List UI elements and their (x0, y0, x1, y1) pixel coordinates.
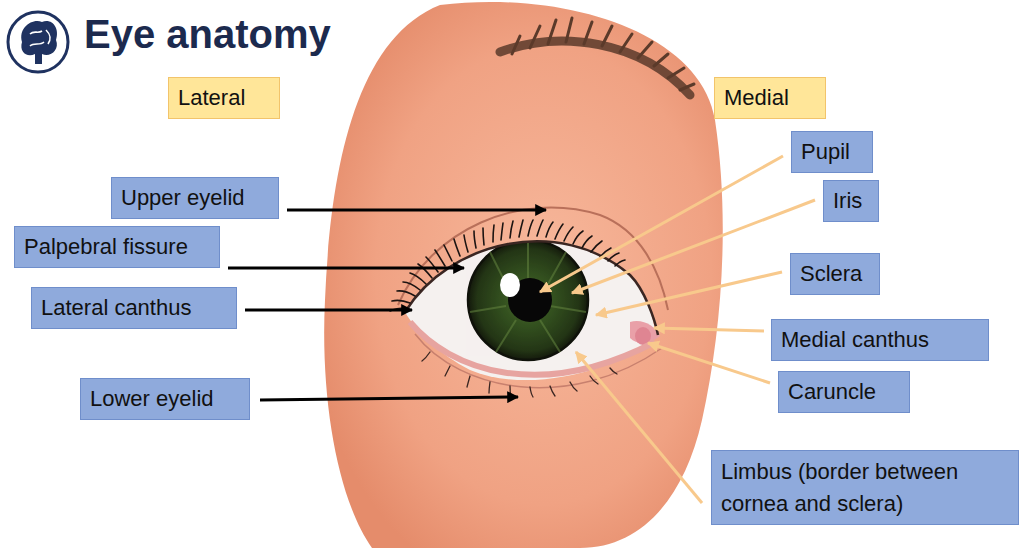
iris-group (468, 240, 588, 360)
hair-band (500, 41, 690, 95)
label-text: Caruncle (788, 376, 876, 408)
brain-shape (21, 21, 57, 64)
leader-arrow (648, 343, 770, 383)
hair-strokes (512, 18, 694, 90)
label-text: Medial canthus (781, 324, 929, 356)
label-text: Iris (833, 185, 862, 217)
part-label: Sclera (790, 253, 880, 295)
eye-highlight (500, 273, 520, 297)
leader-arrow (596, 272, 782, 315)
leader-arrow (572, 200, 815, 293)
lower-lid-rim (410, 322, 655, 375)
lower-eyelashes (422, 352, 617, 397)
lower-lid-line (415, 334, 662, 388)
diagram-title: Eye anatomy (84, 12, 331, 56)
side-label: Lateral (168, 77, 280, 119)
label-text: Medial (724, 82, 789, 114)
part-label: Medial canthus (771, 319, 989, 361)
brain-folds (30, 30, 50, 46)
leader-arrow (540, 156, 783, 292)
label-text: Lower eyelid (90, 383, 214, 415)
label-text: Upper eyelid (121, 182, 245, 214)
part-label: Palpebral fissure (14, 226, 220, 268)
label-text: Pupil (801, 136, 850, 168)
face-skin (324, 2, 723, 548)
part-label: Lateral canthus (31, 287, 237, 329)
part-label: Pupil (791, 131, 873, 173)
label-text: Lateral canthus (41, 292, 191, 324)
label-text: Sclera (800, 258, 862, 290)
icon-ring (8, 12, 68, 72)
upper-lid-edge (405, 241, 658, 335)
side-label: Medial (714, 77, 826, 119)
eyebrow-hair (500, 18, 694, 95)
leader-arrow (654, 328, 764, 331)
label-text: Palpebral fissure (24, 231, 188, 263)
leader-arrows-left (228, 210, 546, 400)
part-label: Caruncle (778, 371, 910, 413)
leader-arrow (260, 397, 518, 400)
leader-arrow (576, 352, 702, 503)
label-text: Lateral (178, 82, 245, 114)
iris-streaks (470, 242, 586, 352)
leader-arrow (245, 309, 412, 312)
part-label: Upper eyelid (111, 177, 279, 219)
part-label: Lower eyelid (80, 378, 250, 420)
iris (468, 240, 588, 360)
part-label: Iris (823, 180, 879, 222)
leader-arrow (228, 267, 464, 270)
brain-icon (8, 12, 68, 72)
leader-arrow (287, 209, 546, 212)
part-label: Limbus (border between cornea and sclera… (711, 450, 1019, 525)
label-text: Limbus (border between cornea and sclera… (721, 456, 1009, 520)
